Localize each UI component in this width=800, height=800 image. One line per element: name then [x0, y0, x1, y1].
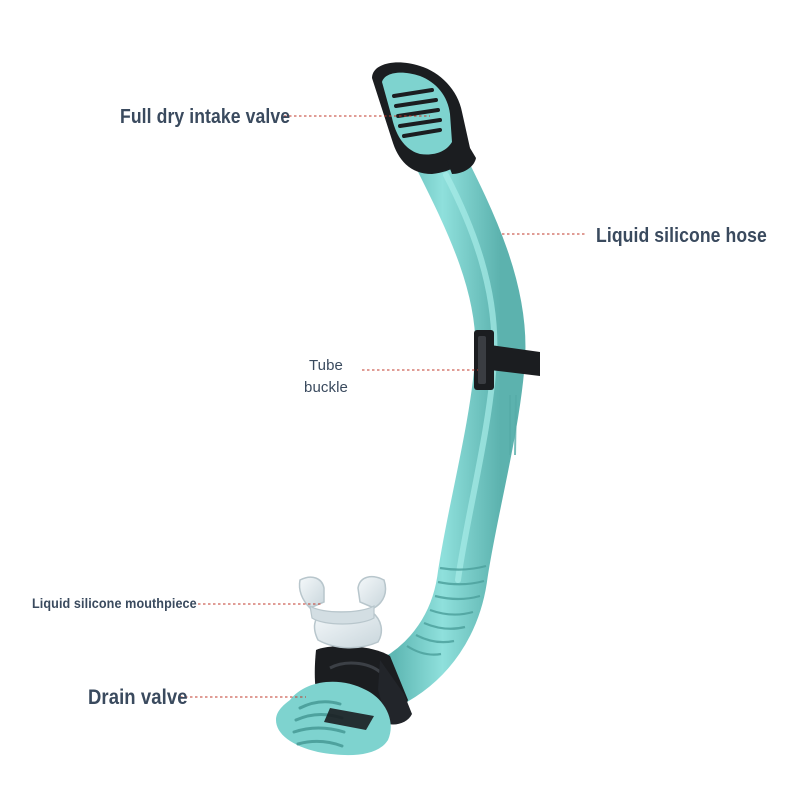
- label-tube-buckle-line1: Tube: [308, 357, 344, 374]
- drain-valve: [276, 646, 412, 756]
- label-silicone-hose: Liquid silicone hose: [596, 225, 767, 247]
- tube-buckle: [474, 330, 540, 390]
- label-intake-valve: Full dry intake valve: [120, 106, 291, 128]
- label-drain-valve: Drain valve: [88, 686, 188, 709]
- label-tube-buckle: Tube buckle: [298, 355, 354, 399]
- label-mouthpiece: Liquid silicone mouthpiece: [32, 595, 197, 611]
- flex-section: [406, 564, 487, 656]
- mouthpiece: [298, 575, 387, 649]
- intake-valve: [372, 62, 476, 174]
- label-tube-buckle-line2: buckle: [304, 379, 348, 396]
